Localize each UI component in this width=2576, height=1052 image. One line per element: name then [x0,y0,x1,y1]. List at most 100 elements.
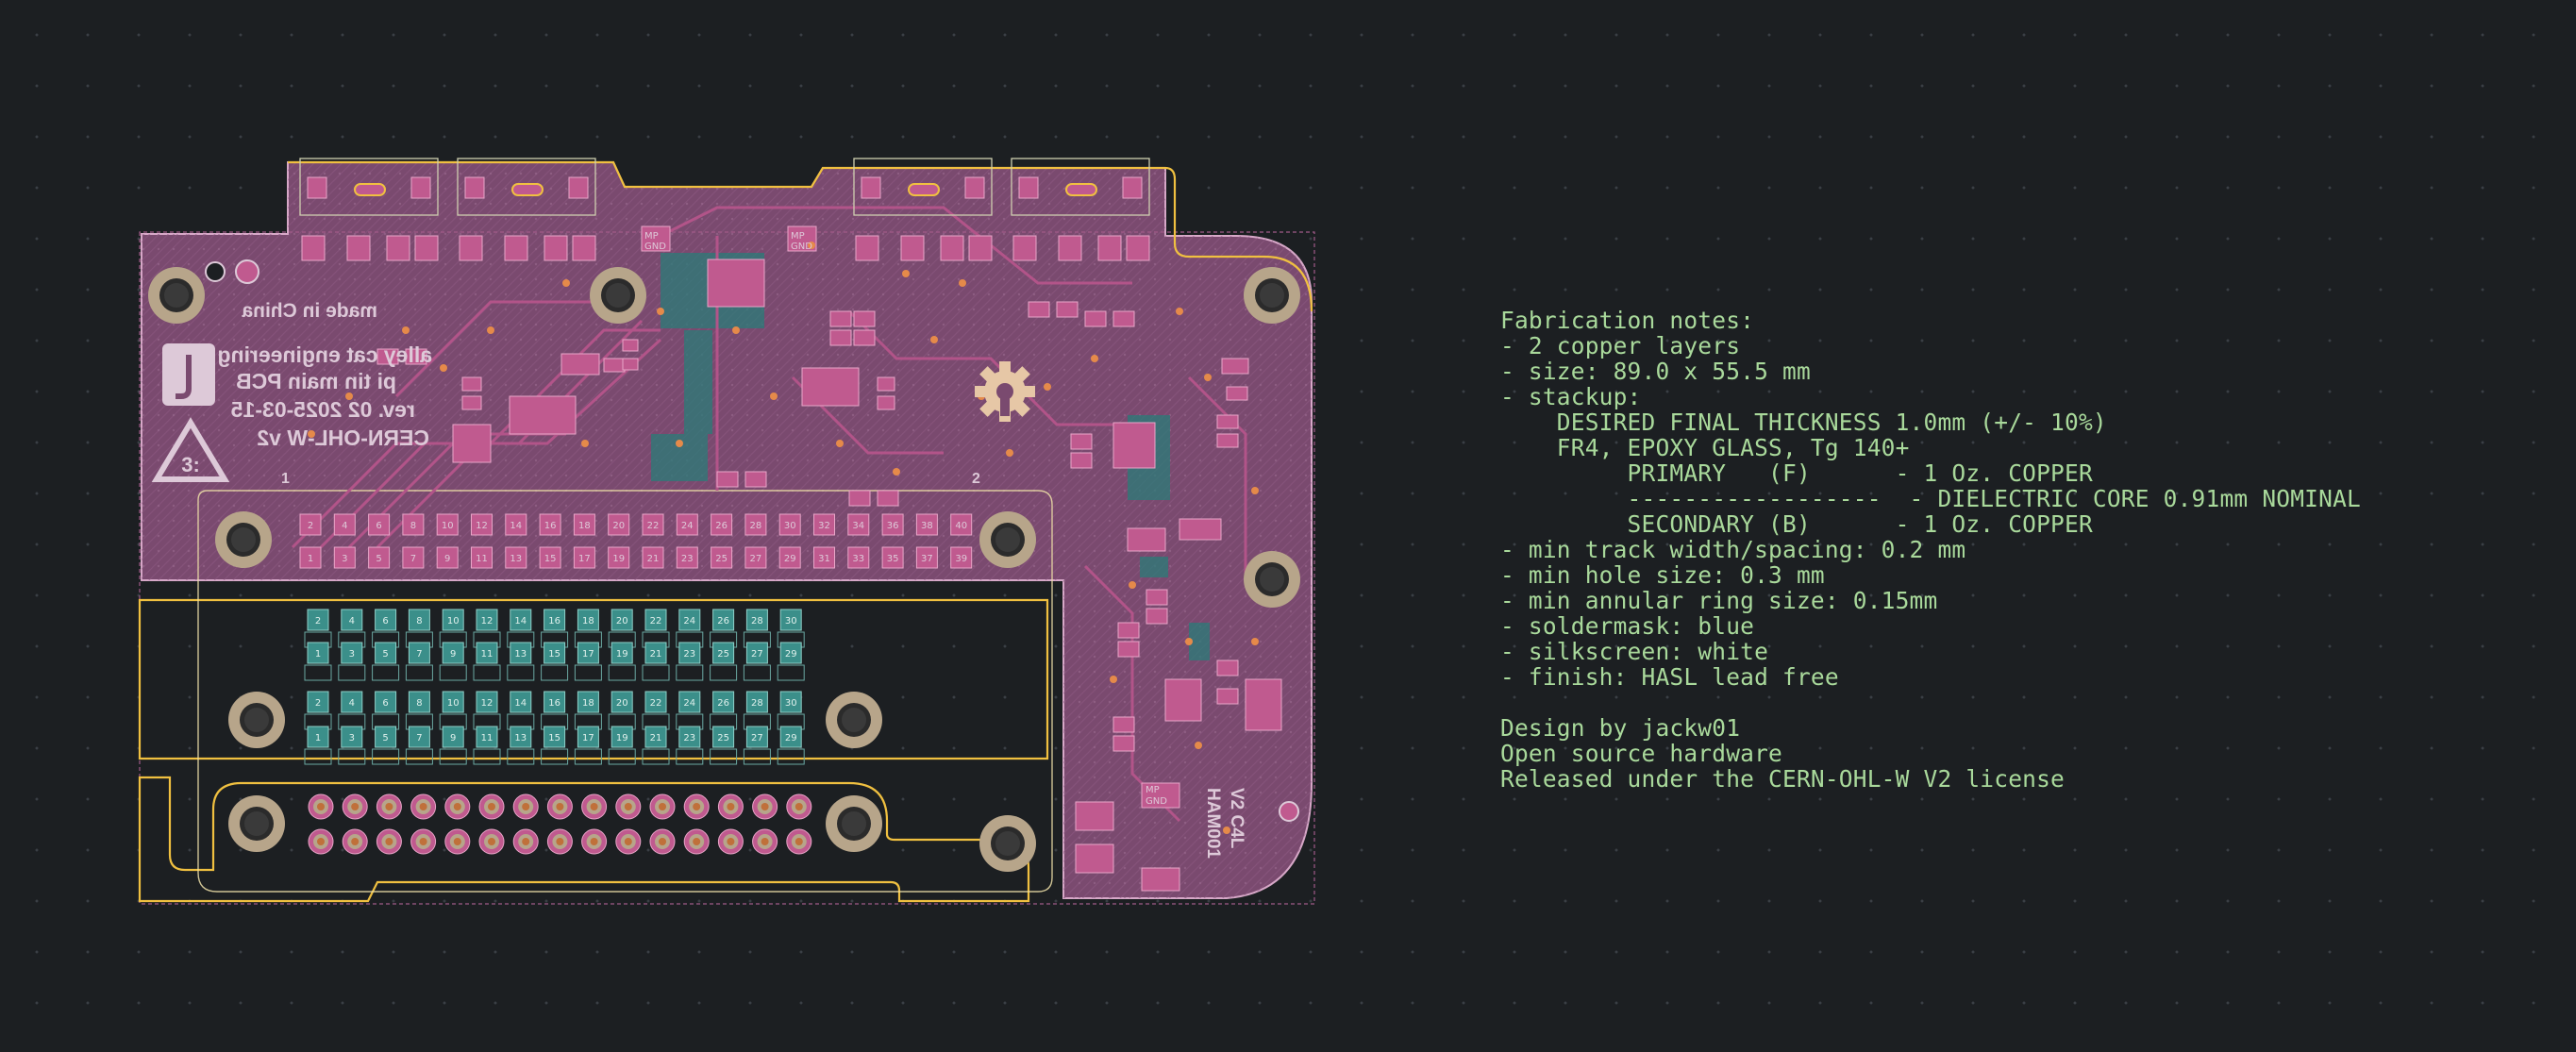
svg-text:GND: GND [1146,796,1167,807]
pin-number: 25 [717,649,729,660]
warning-triangle-icon: 3: [151,417,230,482]
pin-number: 1 [315,649,321,660]
header-pin: 19 [608,546,630,569]
connector-pin: 16 [541,609,569,648]
fab-note-line: FR4, EPOXY GLASS, Tg 140+ [1500,434,1910,461]
silk-company: alley cat engineering [217,342,432,367]
connector-pin: 24 [676,691,704,730]
pin-number: 32 [818,521,830,531]
pin-number: 17 [578,554,591,564]
pin-number: 21 [650,733,662,743]
pin-number: 20 [616,698,628,709]
pin-number: 37 [921,554,933,564]
pin-number: 23 [683,649,695,660]
pin-number: 18 [578,521,591,531]
header-pin: 36 [881,513,904,536]
pin-number: 10 [447,698,460,709]
svg-text:MP: MP [791,231,805,242]
connector-pin: 15 [541,726,569,765]
through-hole-pin [410,828,437,855]
svg-text:GND: GND [644,242,666,252]
pin-number: 14 [514,698,527,709]
pin-number: 22 [650,698,662,709]
connector-pin: 23 [676,726,704,765]
connector-pin: 27 [743,642,771,681]
connector-pin: 10 [439,691,467,730]
fab-note-line: SECONDARY (B) - 1 Oz. COPPER [1500,510,2093,538]
through-hole-pin [581,828,608,855]
fiducial [205,261,226,282]
fab-note-line: - 2 copper layers [1500,332,1741,359]
connector-pin: 13 [507,726,535,765]
header-pin: 12 [471,513,493,536]
connector-pin: 13 [507,642,535,681]
pin-number: 30 [785,698,797,709]
header-pin: 4 [333,513,356,536]
connector-pin: 30 [777,691,805,730]
fab-note-line [1500,690,2361,715]
pin-number: 25 [717,733,729,743]
pin-number: 3 [342,554,347,564]
pin-number: 19 [612,554,625,564]
pin-number: 19 [616,649,628,660]
pad-labels: MP GND MP GND MP GND [644,231,1167,807]
through-hole-pin [786,828,812,855]
header-pin: 3 [333,546,356,569]
pin-number: 16 [548,616,560,626]
pin-number: 18 [582,616,594,626]
connector-pin: 3 [338,642,366,681]
connector-pin: 21 [642,642,670,681]
through-hole-pin [581,793,608,820]
pin-number: 22 [650,616,662,626]
header-pin: 23 [676,546,698,569]
edge-cuts [138,160,1313,903]
mounting-hole [228,795,285,852]
fab-note-line: - silkscreen: white [1500,638,1769,665]
pin-number: 16 [548,698,560,709]
pin-number: 26 [715,521,728,531]
connector-pin: 29 [777,642,805,681]
through-hole-pin [512,828,539,855]
pin-number: 11 [476,554,488,564]
through-hole-pin [444,793,471,820]
pin-number: 5 [382,649,388,660]
pin-number: 38 [921,521,933,531]
connector-pin: 27 [743,726,771,765]
connector-pin: 25 [710,726,738,765]
pin-number: 33 [852,554,864,564]
connector-pin: 20 [608,609,636,648]
fab-note-line: - soldermask: blue [1500,612,1755,640]
pin-number: 10 [442,521,454,531]
pin-number: 16 [544,521,557,531]
pin-number: 1 [308,554,313,564]
silk-license: CERN-OHL-W v2 [257,426,429,450]
pin-number: 1 [315,733,321,743]
through-hole-pin [717,828,744,855]
connector-pin: 26 [710,609,738,648]
pin-number: 14 [514,616,527,626]
usb-pads [301,176,1150,261]
header-pin: 21 [642,546,664,569]
through-hole-pin [512,793,539,820]
fab-note-line: Released under the CERN-OHL-W V2 license [1500,765,2066,793]
pin-number: 7 [410,554,416,564]
connector-pin: 6 [372,691,400,730]
connector-pin: 19 [608,642,636,681]
pin-number: 8 [416,698,422,709]
connector-pin: 11 [473,726,501,765]
pin-number: 12 [481,616,493,626]
connector-pin: 6 [372,609,400,648]
pin-number: 11 [481,733,493,743]
pin-number: 12 [476,521,488,531]
fiducial [235,259,259,284]
connector-pin: 8 [405,691,433,730]
pin-number: 15 [548,733,560,743]
silk-revision: rev. 02 2025-03-15 [231,397,415,422]
through-hole-pin [615,828,642,855]
header-pin: 37 [915,546,938,569]
mounting-hole [1244,551,1300,608]
connector-pin: 2 [304,691,332,730]
